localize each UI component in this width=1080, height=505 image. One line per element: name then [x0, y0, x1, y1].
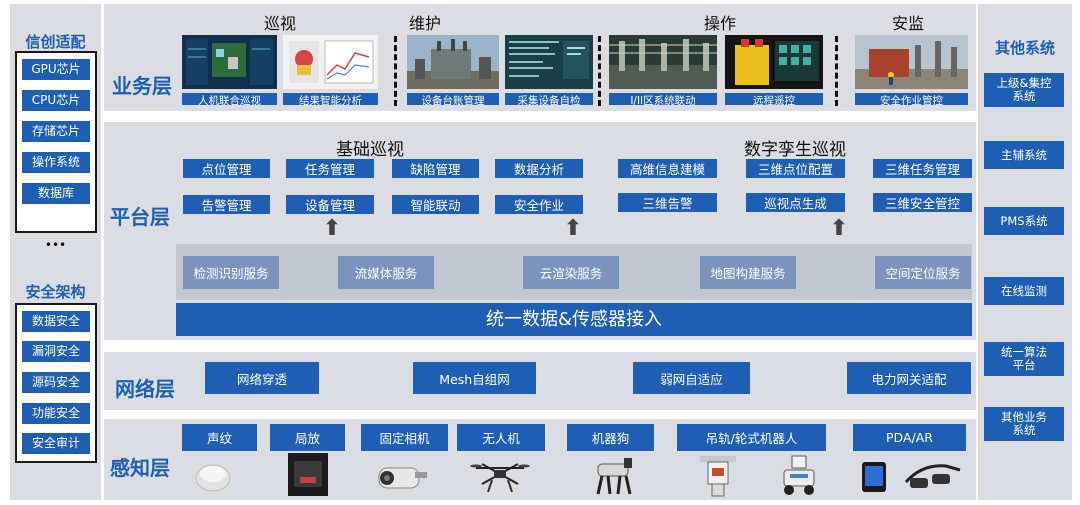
- other-system-item: 在线监测: [984, 277, 1064, 305]
- perception-item: 声纹: [182, 424, 257, 451]
- arrow-up-icon: ⬆: [322, 216, 342, 241]
- platform-function: 告警管理: [183, 195, 270, 214]
- caption: 采集设备自检: [505, 93, 593, 105]
- twin-function: 高维信息建模: [618, 159, 717, 178]
- security-item: 功能安全: [22, 403, 90, 424]
- caption: 结果智能分析: [283, 93, 378, 105]
- acoustic-sensor-icon: [192, 456, 234, 500]
- security-title: 安全架构: [25, 283, 86, 301]
- network-item: 弱网自适应: [633, 362, 750, 394]
- security-item: 源码安全: [22, 372, 90, 393]
- perception-item: 固定相机: [361, 424, 448, 451]
- fixed-camera-icon: [375, 458, 431, 500]
- platform-layer-title: 平台层: [110, 205, 170, 229]
- pda-icon: [858, 460, 892, 498]
- group-title-safety: 安监: [891, 14, 924, 33]
- platform-function: 任务管理: [286, 159, 374, 178]
- wheeled-robot-icon: [776, 452, 822, 502]
- platform-service: 云渲染服务: [523, 256, 619, 289]
- security-item: 漏洞安全: [22, 341, 90, 362]
- xinchuang-box: GPU芯片 CPU芯片 存储芯片 操作系统 数据库: [15, 51, 97, 233]
- platform-function: 点位管理: [183, 159, 270, 178]
- thumb-remote-control: 远程遥控: [725, 35, 823, 105]
- perception-item: 局放: [270, 424, 345, 451]
- platform-service: 地图构建服务: [700, 256, 796, 289]
- robot-dog-icon: [590, 454, 638, 502]
- network-layer-title: 网络层: [115, 377, 175, 401]
- twin-function: 三维点位配置: [746, 159, 845, 178]
- arrow-up-icon: ⬆: [563, 216, 583, 241]
- ar-glasses-icon: [902, 460, 964, 498]
- perception-item: 机器狗: [567, 424, 654, 451]
- caption: I/II区系统联动: [609, 93, 717, 105]
- twin-function: 三维告警: [618, 193, 717, 212]
- thumb-device-self-check: 采集设备自检: [505, 35, 593, 105]
- business-layer-title: 业务层: [112, 74, 172, 98]
- platform-function: 安全作业: [495, 195, 583, 214]
- partial-discharge-sensor-icon: [286, 451, 330, 502]
- perception-layer-title: 感知层: [110, 456, 170, 480]
- thumb-human-machine-patrol: 人机联合巡视: [182, 35, 277, 105]
- group-title-maintenance: 维护: [408, 14, 441, 33]
- security-item: 数据安全: [22, 311, 90, 332]
- twin-function: 巡视点生成: [746, 193, 845, 212]
- group-title-patrol: 巡视: [263, 14, 296, 33]
- thumb-zone-linkage: I/II区系统联动: [609, 35, 717, 105]
- group-divider: [835, 36, 838, 106]
- caption: 设备台账管理: [407, 93, 499, 105]
- thumb-safety-operation: 安全作业管控: [855, 35, 968, 105]
- group-divider: [598, 36, 601, 106]
- twin-function: 三维安全管控: [873, 193, 972, 212]
- thumb-result-analysis: 结果智能分析: [283, 35, 378, 105]
- security-item: 安全审计: [22, 433, 90, 454]
- platform-function: 数据分析: [495, 159, 583, 178]
- other-system-item: 其他业务系统: [984, 407, 1064, 441]
- other-system-item: PMS系统: [984, 207, 1064, 235]
- xinchuang-title: 信创适配: [25, 33, 86, 51]
- xinchuang-item: GPU芯片: [22, 59, 90, 80]
- rail-robot-icon: [694, 452, 740, 502]
- group-title-operation: 操作: [703, 14, 736, 33]
- platform-function: 设备管理: [286, 195, 374, 214]
- arrow-up-icon: ⬆: [829, 216, 849, 241]
- other-system-item: 统一算法平台: [984, 342, 1064, 376]
- perception-item: PDA/AR: [853, 424, 966, 451]
- platform-service: 流媒体服务: [338, 256, 434, 289]
- unified-access-bar: 统一数据&传感器接入: [176, 303, 972, 336]
- basic-patrol-title: 基础巡视: [336, 140, 404, 160]
- xinchuang-item: 存储芯片: [22, 121, 90, 142]
- platform-service: 空间定位服务: [875, 256, 971, 289]
- network-item: 网络穿透: [205, 362, 319, 394]
- perception-item: 无人机: [457, 424, 545, 451]
- group-divider: [394, 36, 397, 106]
- security-box: 数据安全 漏洞安全 源码安全 功能安全 安全审计: [15, 303, 97, 463]
- thumb-equipment-ledger: 设备台账管理: [407, 35, 499, 105]
- platform-function: 智能联动: [392, 195, 479, 214]
- drone-icon: [470, 458, 530, 500]
- digital-twin-title: 数字孪生巡视: [744, 140, 846, 160]
- other-systems-title: 其他系统: [994, 39, 1055, 57]
- twin-function: 三维任务管理: [873, 159, 972, 178]
- platform-function: 缺陷管理: [392, 159, 479, 178]
- caption: 人机联合巡视: [182, 93, 277, 105]
- network-item: Mesh自组网: [413, 362, 536, 394]
- ellipsis: •••: [44, 238, 67, 252]
- perception-item: 吊轨/轮式机器人: [677, 424, 826, 451]
- network-item: 电力网关适配: [847, 362, 971, 394]
- xinchuang-item: 操作系统: [22, 152, 90, 173]
- xinchuang-item: CPU芯片: [22, 90, 90, 111]
- xinchuang-item: 数据库: [22, 183, 90, 204]
- platform-service: 检测识别服务: [183, 256, 279, 289]
- other-system-item: 上级&集控系统: [984, 73, 1064, 107]
- caption: 远程遥控: [725, 93, 823, 105]
- caption: 安全作业管控: [855, 93, 968, 105]
- other-system-item: 主辅系统: [984, 141, 1064, 169]
